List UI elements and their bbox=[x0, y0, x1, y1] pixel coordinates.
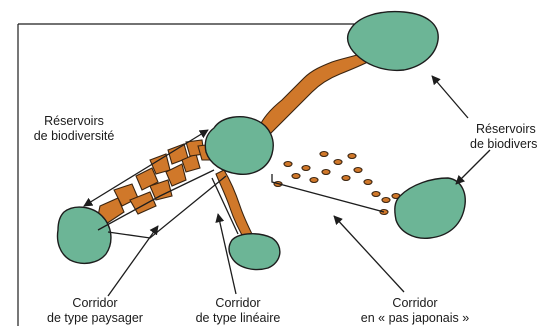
arrow-right-labels-upper bbox=[432, 76, 468, 118]
label-corridor-landscape: Corridor de type paysager bbox=[40, 296, 150, 326]
reservoir-right bbox=[395, 178, 465, 238]
label-line: de type linéaire bbox=[186, 311, 290, 326]
label-line: Corridor bbox=[40, 296, 150, 311]
corridor-stepping-stones bbox=[274, 152, 400, 215]
arrow-corridor-stepping bbox=[334, 216, 404, 292]
label-line: Réservoirs bbox=[26, 114, 122, 129]
stepping-stone bbox=[364, 180, 372, 185]
label-line: de biodiversité bbox=[26, 129, 122, 144]
label-corridor-linear: Corridor de type linéaire bbox=[186, 296, 290, 326]
stepping-stone bbox=[320, 152, 328, 157]
reservoir-center bbox=[205, 117, 273, 175]
stepping-stone bbox=[322, 170, 330, 175]
label-reservoirs-left: Réservoirs de biodiversité bbox=[26, 114, 122, 144]
corridor-landscape bbox=[98, 140, 216, 224]
stepping-stone bbox=[372, 192, 380, 197]
arrow-right-labels-lower bbox=[456, 150, 490, 184]
label-line: Réservoirs bbox=[470, 122, 542, 137]
arrow-corridor-landscape bbox=[108, 226, 158, 296]
stepping-stone bbox=[354, 168, 362, 173]
label-line: Corridor bbox=[186, 296, 290, 311]
stepping-stone bbox=[292, 174, 300, 179]
label-reservoirs-right: Réservoirs de biodivers bbox=[470, 122, 542, 152]
stepping-stone bbox=[284, 162, 292, 167]
stepping-stone bbox=[342, 176, 350, 181]
stepping-stone bbox=[310, 178, 318, 183]
label-line: Corridor bbox=[350, 296, 480, 311]
stepping-stone bbox=[382, 198, 390, 203]
label-corridor-stepping: Corridor en « pas japonais » bbox=[350, 296, 480, 326]
label-line: de type paysager bbox=[40, 311, 150, 326]
label-line: de biodivers bbox=[470, 137, 542, 152]
reservoir-bottom-small bbox=[229, 234, 280, 270]
stepping-stone bbox=[348, 154, 356, 159]
label-line: en « pas japonais » bbox=[350, 311, 480, 326]
stepping-stone bbox=[334, 160, 342, 165]
corridor-top-right bbox=[258, 52, 372, 134]
stepping-stone bbox=[302, 166, 310, 171]
